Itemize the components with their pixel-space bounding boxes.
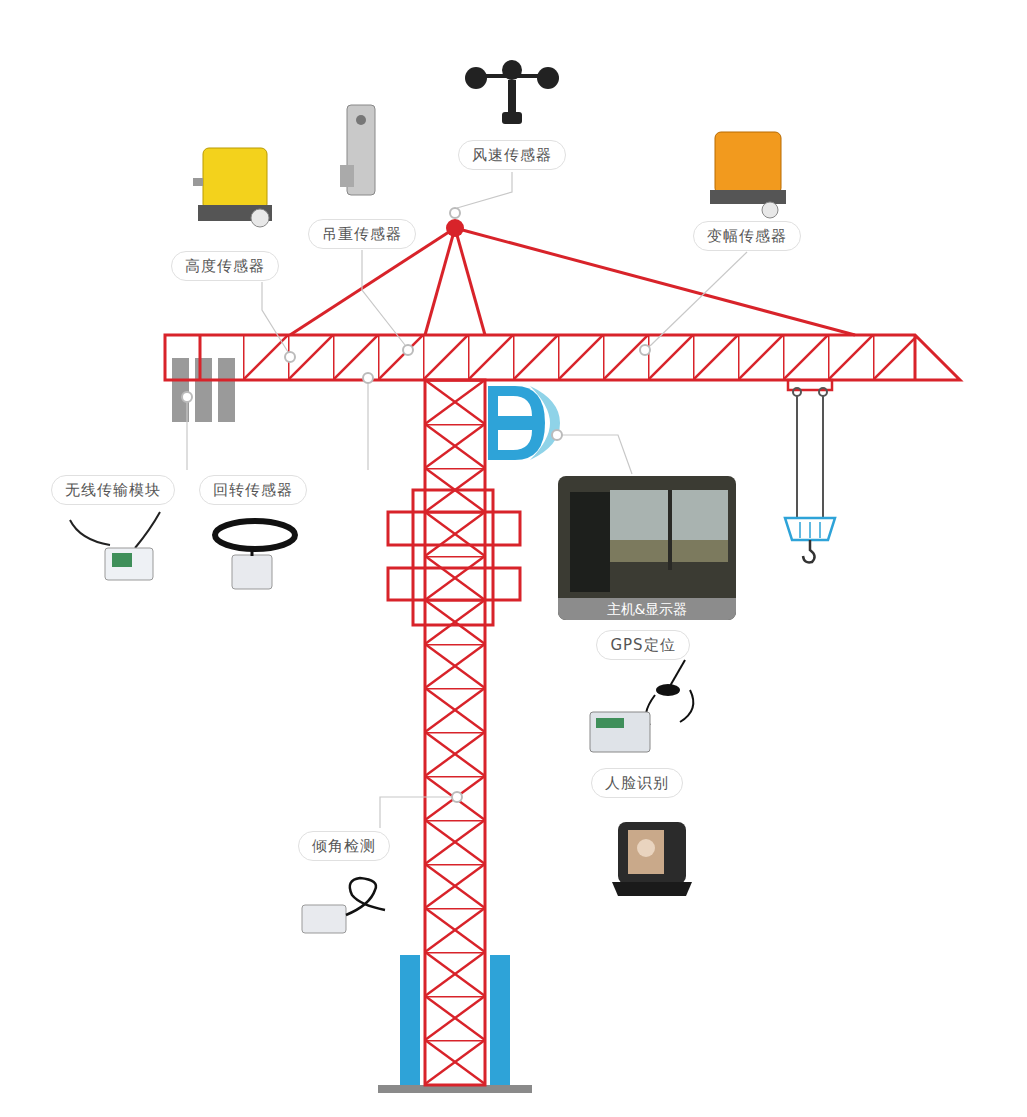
label-pill: 回转传感器 (199, 475, 307, 505)
label-pill: 无线传输模块 (51, 475, 175, 505)
label-text: 人脸识别 (605, 774, 669, 792)
apex-head (446, 219, 464, 237)
base-block (400, 955, 420, 1085)
label-pill: 倾角检测 (298, 831, 390, 861)
label-text: 高度传感器 (185, 257, 265, 275)
label-pill: 风速传感器 (458, 140, 566, 170)
hook-assembly (785, 380, 835, 562)
jib-frame (165, 335, 960, 380)
counterweight (172, 358, 235, 422)
label-text: GPS定位 (610, 636, 675, 654)
label-pill: 变幅传感器 (693, 221, 801, 251)
tilt-sensor-icon (302, 878, 385, 933)
face-terminal-icon (612, 822, 692, 896)
cab-photo (558, 476, 736, 620)
height-sensor-icon (193, 148, 272, 227)
luffing-sensor-icon (710, 132, 786, 218)
label-text: 回转传感器 (213, 481, 293, 499)
label-pill: GPS定位 (596, 630, 689, 660)
climbing-frame (388, 490, 520, 625)
anemometer-icon (465, 60, 559, 124)
label-text: 倾角检测 (312, 837, 376, 855)
label-text: 主机&显示器 (607, 601, 688, 617)
label-text: 吊重传感器 (322, 225, 402, 243)
caption-band: 主机&显示器 (558, 598, 736, 620)
jib-lattice (243, 335, 915, 380)
label-pill: 高度传感器 (171, 251, 279, 281)
brand-logo (488, 386, 560, 460)
base-block (490, 955, 510, 1085)
label-text: 变幅传感器 (707, 227, 787, 245)
label-text: 风速传感器 (472, 146, 552, 164)
label-pill: 吊重传感器 (308, 219, 416, 249)
sensor-point (182, 208, 650, 802)
label-pill: 人脸识别 (591, 768, 683, 798)
load-sensor-icon (340, 105, 375, 195)
slewing-sensor-icon (215, 521, 295, 589)
gps-module-icon (590, 660, 693, 752)
label-text: 无线传输模块 (65, 481, 161, 499)
wireless-module-icon (70, 512, 160, 580)
tower-mast (425, 380, 485, 1085)
